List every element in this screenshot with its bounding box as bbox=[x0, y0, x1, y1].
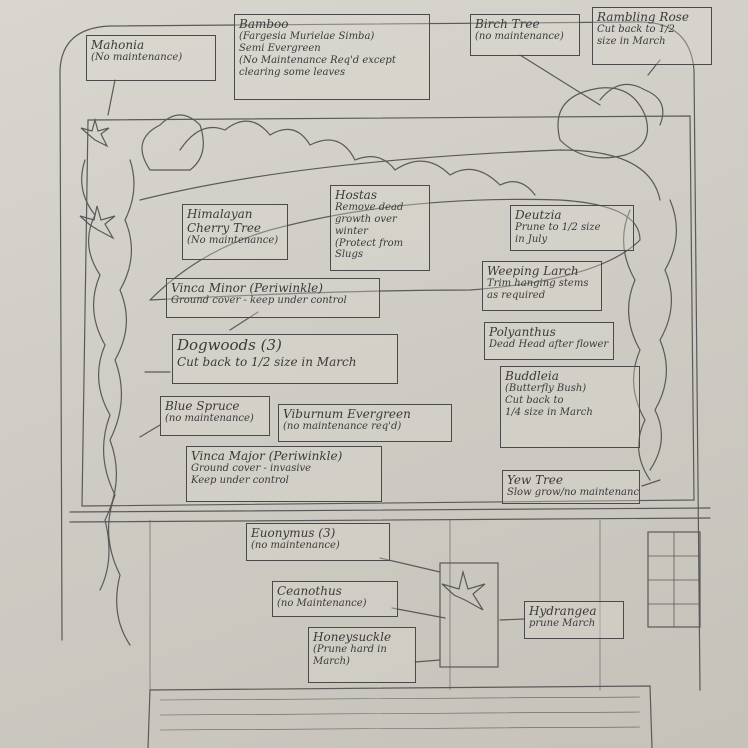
label-weeping-larch: Weeping Larch Trim hanging stems as requ… bbox=[482, 261, 602, 311]
hydrangea-bed bbox=[439, 562, 499, 668]
arrow-birch bbox=[519, 54, 601, 106]
label-rambling-rose: Rambling Rose Cut back to 1/2 size in Ma… bbox=[592, 7, 712, 65]
arrow-blue-spruce bbox=[139, 424, 161, 438]
label-vinca-major: Vinca Major (Periwinkle) Ground cover - … bbox=[186, 446, 382, 502]
path-line-1 bbox=[149, 198, 641, 301]
label-ceanothus: Ceanothus (no Maintenance) bbox=[272, 581, 398, 617]
label-mahonia: Mahonia (No maintenance) bbox=[86, 35, 216, 81]
label-euonymus: Euonymus (3) (no maintenance) bbox=[246, 523, 390, 561]
arrow-mahonia bbox=[107, 79, 116, 116]
label-blue-spruce: Blue Spruce (no maintenance) bbox=[160, 396, 270, 436]
bottom-patio bbox=[147, 685, 653, 748]
arrow-hydrangea bbox=[499, 618, 525, 621]
label-honeysuckle: Honeysuckle (Prune hard in March) bbox=[308, 627, 416, 683]
label-birch-tree: Birch Tree (no maintenance) bbox=[470, 14, 580, 56]
label-viburnum: Viburnum Evergreen (no maintenance req'd… bbox=[278, 404, 452, 442]
patio-line-2 bbox=[69, 517, 711, 523]
label-vinca-minor: Vinca Minor (Periwinkle) Ground cover - … bbox=[166, 278, 380, 318]
label-yew-tree: Yew Tree Slow grow/no maintenance bbox=[502, 470, 640, 504]
label-dogwoods: Dogwoods (3) Cut back to 1/2 size in Mar… bbox=[172, 334, 398, 384]
arrow-ceanothus bbox=[391, 607, 446, 619]
label-hydrangea: Hydrangea prune March bbox=[524, 601, 624, 639]
arrow-vinca-minor bbox=[229, 311, 259, 331]
path-line-2 bbox=[139, 149, 661, 201]
garden-boundary bbox=[59, 21, 701, 691]
label-polyanthus: Polyanthus Dead Head after flower bbox=[484, 322, 614, 360]
label-buddleia: Buddleia (Butterfly Bush) Cut back to 1/… bbox=[500, 366, 640, 448]
label-hostas: Hostas Remove dead growth over winter (P… bbox=[330, 185, 430, 271]
patio-top-line bbox=[69, 507, 711, 513]
label-deutzia: Deutzia Prune to 1/2 size in July bbox=[510, 205, 634, 251]
inner-bed-outline bbox=[81, 115, 695, 507]
arrow-rose bbox=[647, 59, 661, 76]
label-bamboo: Bamboo (Fargesia Murielae Simba) Semi Ev… bbox=[234, 14, 430, 100]
label-himalayan-cherry: Himalayan Cherry Tree (No maintenance) bbox=[182, 204, 288, 260]
arrow-euonymus bbox=[379, 557, 441, 573]
arrow-honeysuckle bbox=[414, 659, 441, 663]
arrow-yew bbox=[641, 479, 661, 487]
